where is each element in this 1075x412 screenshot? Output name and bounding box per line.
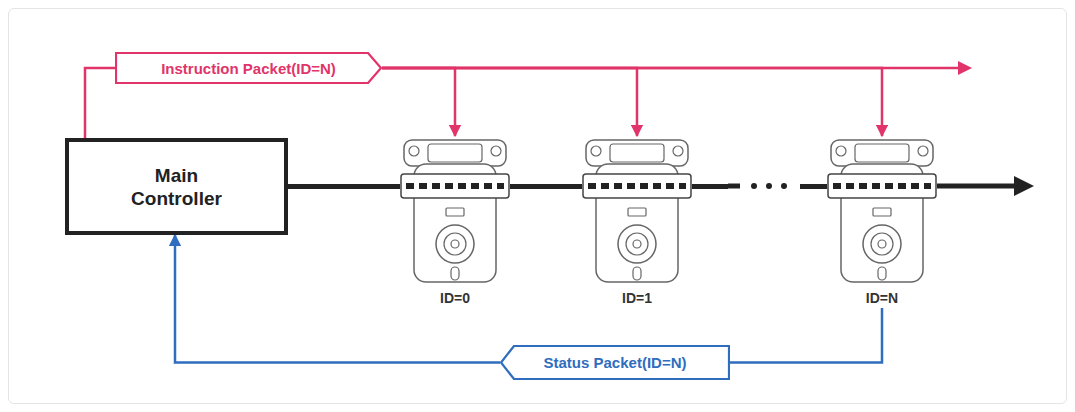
servo-motor: ID=0 xyxy=(400,136,510,306)
servo-illustration xyxy=(827,136,937,286)
servo-slot xyxy=(451,267,459,280)
servo-bracket xyxy=(831,140,933,166)
servo-shaft xyxy=(878,240,886,248)
packet-label: Status Packet(ID=N) xyxy=(544,354,687,371)
packet-tag: Status Packet(ID=N) xyxy=(500,345,730,380)
servo-ear-hole xyxy=(836,146,846,156)
packet-tag-shape xyxy=(501,346,729,379)
servo-connector-pins xyxy=(406,183,504,189)
servo-connector xyxy=(583,174,691,198)
servo-led xyxy=(873,208,891,216)
servo-horn xyxy=(618,225,656,263)
servo-id-label: ID=0 xyxy=(440,290,470,306)
servo-ear-hole xyxy=(409,146,419,156)
data-bus-line xyxy=(937,184,1020,189)
servo-horn-inner xyxy=(444,233,466,255)
bus-dot xyxy=(781,183,787,189)
servo-connector-pins xyxy=(833,183,931,189)
instruction-bus-line xyxy=(382,67,962,70)
packet-tag-shape xyxy=(116,53,381,83)
servo-connector-pins xyxy=(588,183,686,189)
servo-ear-hole xyxy=(673,146,683,156)
servo-cap xyxy=(855,144,909,162)
servo-slot xyxy=(878,267,886,280)
servo-ear-hole xyxy=(591,146,601,156)
servo-ear-hole xyxy=(918,146,928,156)
connector xyxy=(382,68,637,136)
servo-ear-hole xyxy=(491,146,501,156)
servo-cap xyxy=(428,144,482,162)
servo-bracket xyxy=(404,140,506,166)
servo-horn-inner xyxy=(871,233,893,255)
servo-led xyxy=(628,208,646,216)
connector xyxy=(85,68,115,138)
servo-connector xyxy=(401,174,509,198)
servo-id-label: ID=N xyxy=(866,290,898,306)
controller-label: Main Controller xyxy=(122,164,232,210)
connector xyxy=(382,68,882,136)
bus-dot xyxy=(766,183,772,189)
servo-slot xyxy=(633,267,641,280)
connector xyxy=(288,184,400,189)
connector xyxy=(382,68,455,136)
servo-illustration xyxy=(582,136,692,286)
bus-dot xyxy=(751,183,757,189)
servo-shaft xyxy=(451,240,459,248)
instruction-bus-arrowhead xyxy=(958,61,972,75)
connector xyxy=(510,184,582,189)
servo-connector xyxy=(828,174,936,198)
packet-label: Instruction Packet(ID=N) xyxy=(161,60,336,77)
servo-horn xyxy=(436,225,474,263)
servo-led xyxy=(446,208,464,216)
servo-motor: ID=N xyxy=(827,136,937,306)
servo-motor: ID=1 xyxy=(582,136,692,306)
servo-bracket xyxy=(586,140,688,166)
servo-horn-inner xyxy=(626,233,648,255)
servo-illustration xyxy=(400,136,510,286)
data-bus-arrowhead xyxy=(1014,176,1034,196)
servo-cap xyxy=(610,144,664,162)
packet-tag: Instruction Packet(ID=N) xyxy=(115,52,382,84)
servo-horn xyxy=(863,225,901,263)
servo-id-label: ID=1 xyxy=(622,290,652,306)
controller-box: Main Controller xyxy=(65,138,288,235)
bus-dash xyxy=(728,184,740,189)
bus-gap xyxy=(728,178,800,194)
connector xyxy=(730,308,882,363)
servo-shaft xyxy=(633,240,641,248)
